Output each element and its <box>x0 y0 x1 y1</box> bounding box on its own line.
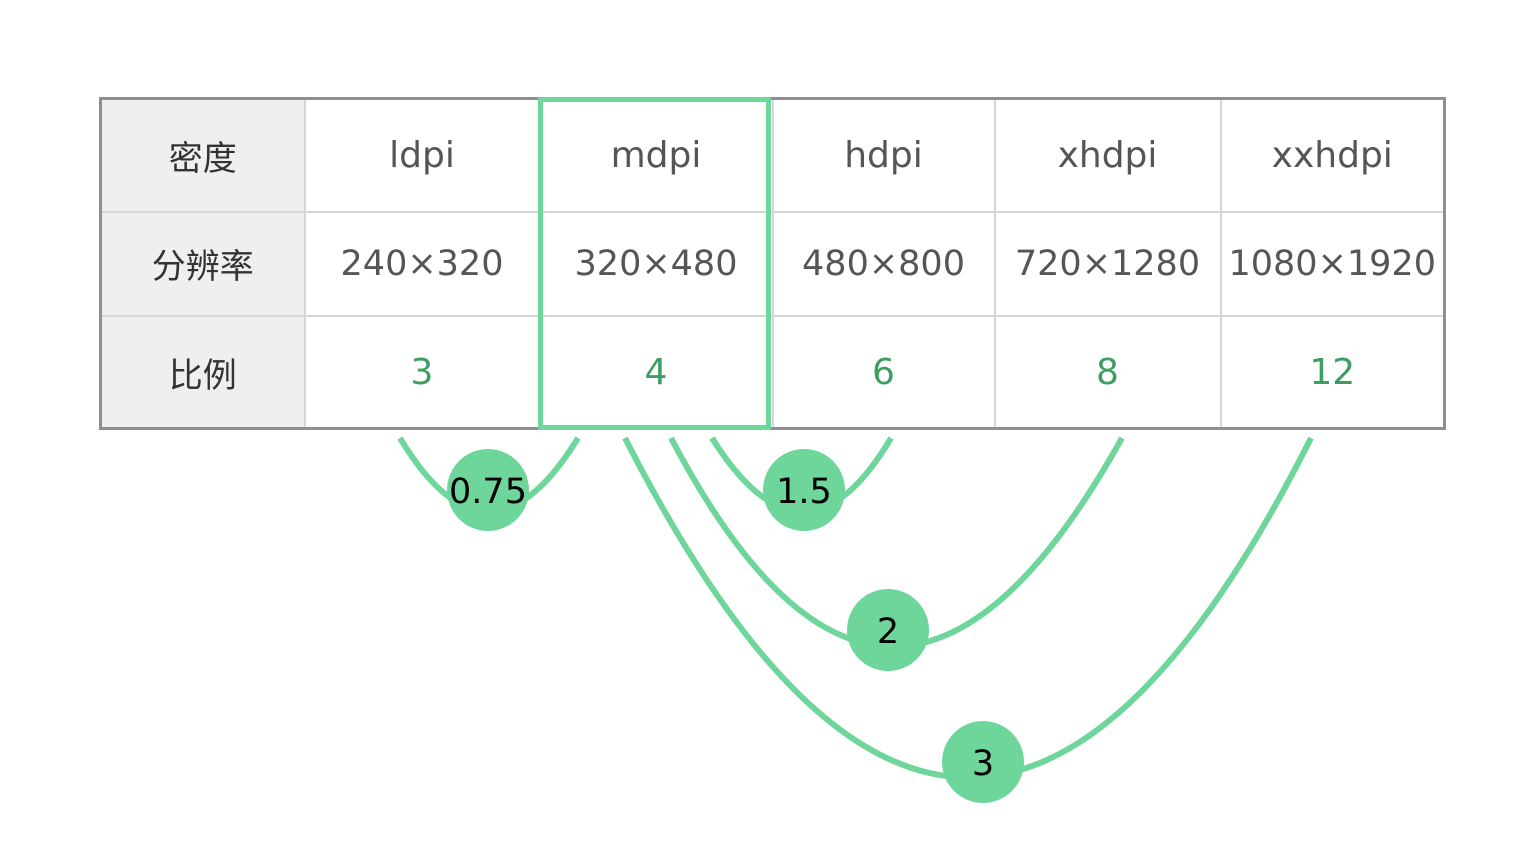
cell-xxhdpi: xxhdpi <box>1219 97 1446 213</box>
resolution-row: 分辨率 240×320 320×480 480×800 720×1280 108… <box>99 210 1446 318</box>
cell-xhdpi: xhdpi <box>993 97 1222 213</box>
ratio-hdpi: 6 <box>771 315 996 430</box>
resolution-xxhdpi: 1080×1920 <box>1219 210 1446 318</box>
resolution-hdpi: 480×800 <box>771 210 996 318</box>
resolution-ldpi: 240×320 <box>303 210 541 318</box>
arc-mdpi-hdpi <box>709 436 894 515</box>
resolution-row-header: 分辨率 <box>99 210 306 318</box>
density-row: 密度 ldpi mdpi hdpi xhdpi xxhdpi <box>99 97 1446 213</box>
badge-0-75 <box>447 449 529 531</box>
badge-label-3: 3 <box>972 744 994 784</box>
ratio-xhdpi: 8 <box>993 315 1222 430</box>
ratio-row-header: 比例 <box>99 315 306 430</box>
resolution-xhdpi: 720×1280 <box>993 210 1222 318</box>
ratio-xxhdpi: 12 <box>1219 315 1446 430</box>
resolution-mdpi: 320×480 <box>538 210 774 318</box>
ratio-row: 比例 3 4 6 8 12 <box>99 315 1446 430</box>
cell-hdpi: hdpi <box>771 97 996 213</box>
arc-ldpi-mdpi <box>397 436 581 515</box>
badge-label-0-75: 0.75 <box>449 472 527 512</box>
badge-1-5 <box>763 449 845 531</box>
ratio-ldpi: 3 <box>303 315 541 430</box>
density-table: 密度 ldpi mdpi hdpi xhdpi xxhdpi 分辨率 240×3… <box>99 97 1446 430</box>
ratio-mdpi: 4 <box>538 315 774 430</box>
cell-ldpi: ldpi <box>303 97 541 213</box>
arc-mdpi-xhdpi <box>668 436 1125 650</box>
density-row-header: 密度 <box>99 97 306 213</box>
badge-label-1-5: 1.5 <box>776 472 832 512</box>
arc-mdpi-xxhdpi <box>622 436 1314 781</box>
cell-mdpi: mdpi <box>538 97 774 213</box>
badge-3 <box>942 721 1024 803</box>
badge-2 <box>847 589 929 671</box>
badge-label-2: 2 <box>877 612 899 652</box>
